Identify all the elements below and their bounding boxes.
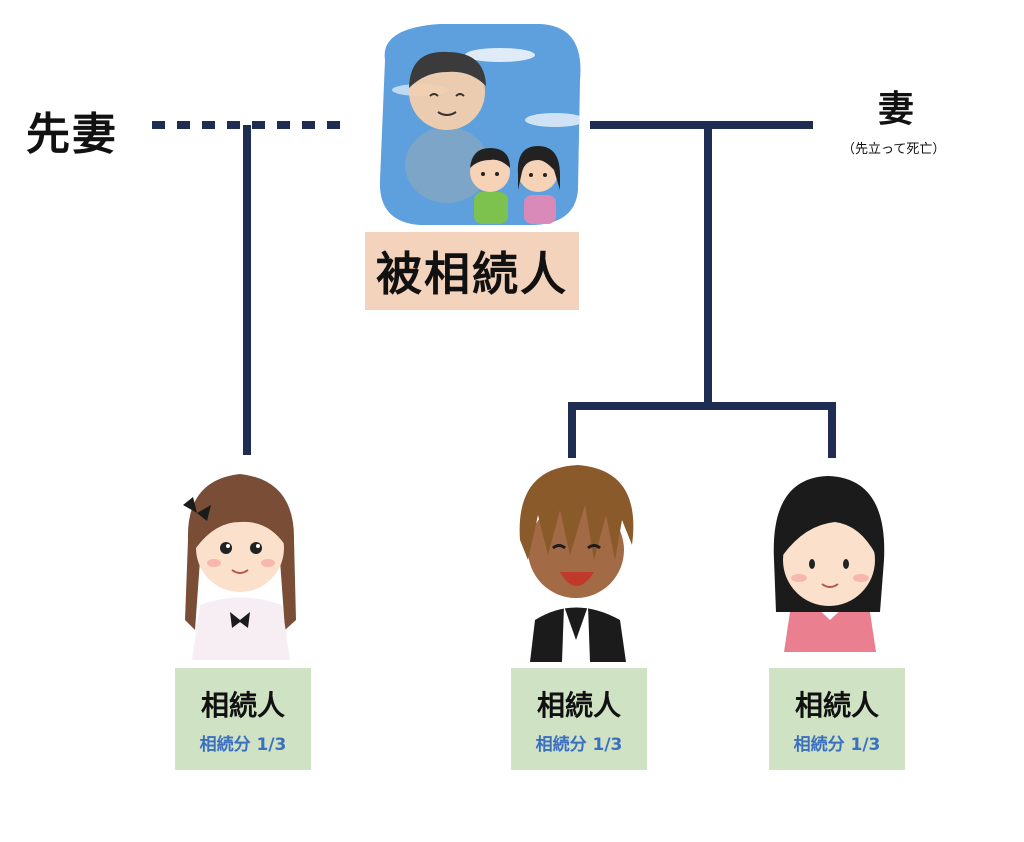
heir1-share: 相続分 1/3 bbox=[199, 734, 287, 755]
heir3-box: 相続人 相続分 1/3 bbox=[769, 668, 905, 770]
girl-child-icon bbox=[517, 146, 560, 224]
decedent-label: 被相続人 bbox=[376, 247, 568, 301]
decedent-illustration bbox=[379, 24, 581, 225]
heir3-illustration bbox=[773, 476, 885, 652]
heir1-title: 相続人 bbox=[200, 688, 285, 722]
heir1-box: 相続人 相続分 1/3 bbox=[175, 668, 311, 770]
heir2-box: 相続人 相続分 1/3 bbox=[511, 668, 647, 770]
heir2-illustration bbox=[519, 465, 634, 662]
boy-child-icon bbox=[470, 148, 510, 224]
heir3-share: 相続分 1/3 bbox=[793, 734, 881, 755]
wife-label: 妻 bbox=[878, 89, 915, 130]
decedent-label-box: 被相続人 bbox=[365, 232, 579, 310]
heir2-share: 相続分 1/3 bbox=[535, 734, 623, 755]
heir2-title: 相続人 bbox=[536, 688, 621, 722]
wife-note-label: （先立って死亡） bbox=[842, 142, 946, 157]
heir3-title: 相続人 bbox=[794, 688, 879, 722]
connector-lines bbox=[152, 121, 836, 458]
prev-wife-label: 先妻 bbox=[26, 109, 118, 160]
heir1-illustration bbox=[183, 474, 296, 660]
